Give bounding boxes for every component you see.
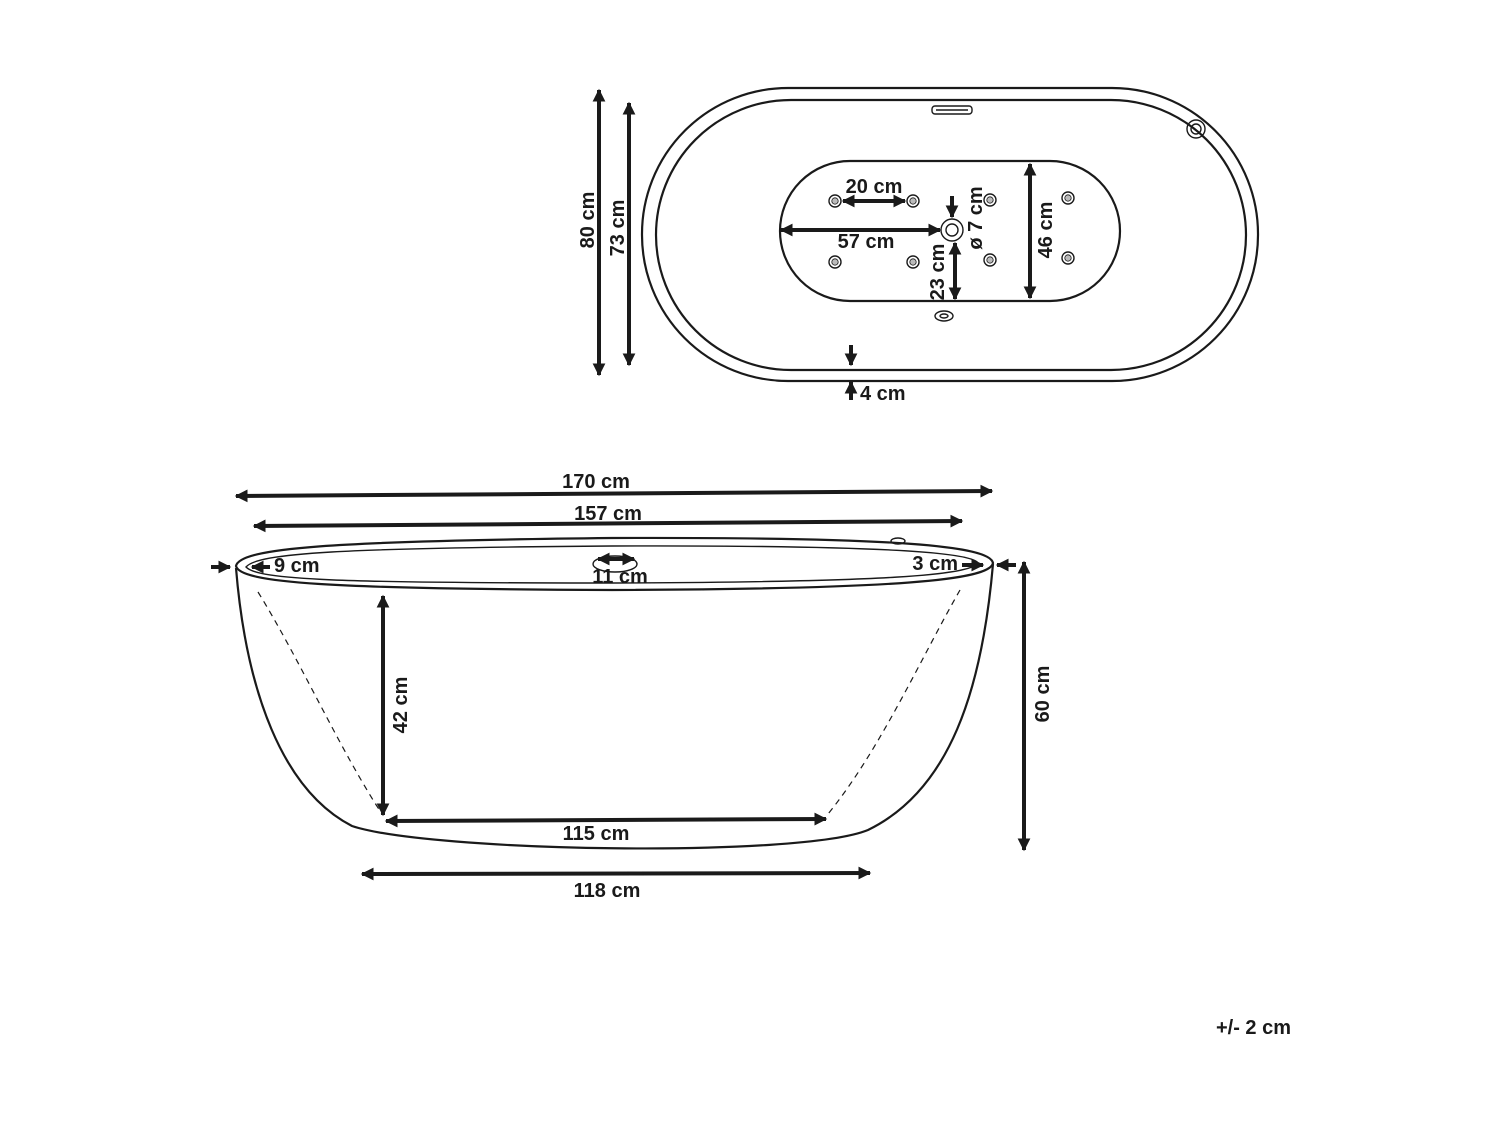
label-20cm: 20 cm — [846, 176, 903, 198]
dim-115-line — [384, 812, 828, 828]
label-4cm: 4 cm — [860, 383, 906, 405]
drain-icon — [940, 218, 964, 242]
tub-body — [234, 563, 995, 850]
label-42cm: 42 cm — [390, 677, 412, 734]
tub-outer-rim — [640, 86, 1260, 383]
label-73cm: 73 cm — [607, 200, 629, 257]
label-60cm: 60 cm — [1032, 666, 1054, 723]
control-knob-icon — [1186, 119, 1206, 139]
label-80cm: 80 cm — [577, 192, 599, 249]
label-23cm: 23 cm — [927, 244, 949, 301]
jet-icon — [1061, 191, 1075, 205]
inner-profile-right — [827, 589, 961, 815]
knob-icon — [890, 537, 906, 545]
label-diameter-7cm: ø 7 cm — [965, 186, 987, 249]
label-57cm: 57 cm — [838, 231, 895, 253]
tub-inner-rim — [654, 98, 1248, 372]
label-9cm: 9 cm — [274, 555, 320, 577]
dim-157-line — [252, 514, 964, 533]
jet-icon — [1061, 251, 1075, 265]
label-118cm: 118 cm — [574, 880, 641, 902]
dim-170-line — [234, 484, 994, 503]
jet-icon — [983, 193, 997, 207]
label-170cm: 170 cm — [562, 471, 630, 493]
tolerance-note: +/- 2 cm — [1216, 1017, 1291, 1039]
jet-icon — [906, 194, 920, 208]
label-3cm: 3 cm — [912, 553, 958, 575]
rim-outer — [234, 536, 995, 592]
dim-118-line — [360, 866, 872, 881]
jet-icon — [983, 253, 997, 267]
label-115cm: 115 cm — [563, 823, 630, 845]
jet-icon — [828, 255, 842, 269]
label-11cm: 11 cm — [592, 566, 648, 588]
jet-icon — [906, 255, 920, 269]
jet-icon — [828, 194, 842, 208]
lower-drain-icon — [934, 310, 954, 322]
inner-profile-left — [257, 591, 383, 815]
label-46cm: 46 cm — [1035, 202, 1057, 259]
label-157cm: 157 cm — [574, 503, 642, 525]
top-view: 80 cm 73 cm 20 cm 57 cm ø 7 cm 23 cm 46 … — [577, 86, 1260, 405]
side-view: 170 cm 157 cm 9 cm 3 cm 11 cm 42 cm 60 c… — [211, 471, 1054, 902]
overflow-slot — [931, 105, 973, 115]
